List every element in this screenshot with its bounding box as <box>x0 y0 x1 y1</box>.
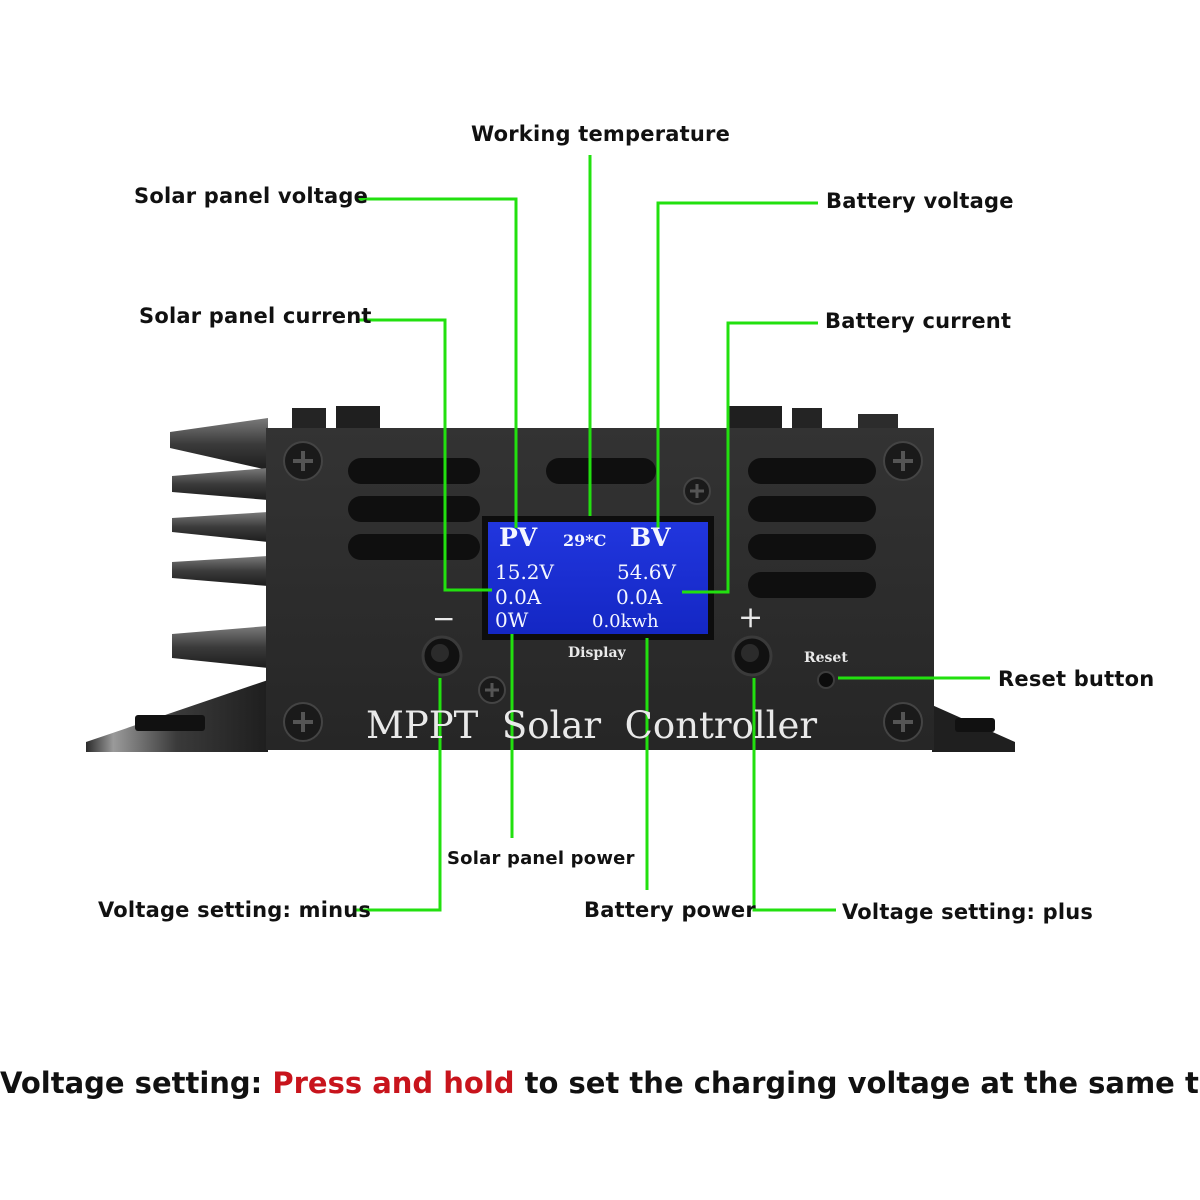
minus-button-graphic <box>421 635 463 677</box>
lcd-energy: 0.0kwh <box>592 611 659 632</box>
caption-prefix: Voltage setting: <box>0 1066 273 1100</box>
plus-symbol: + <box>738 600 764 635</box>
vent-slots <box>348 458 876 598</box>
callout-battery-current: Battery current <box>825 309 1012 333</box>
lcd-pv-voltage: 15.2V <box>495 560 554 584</box>
leader-solar-panel-current <box>358 318 492 592</box>
callout-solar-panel-current: Solar panel current <box>139 304 372 328</box>
callout-battery-voltage: Battery voltage <box>826 189 1014 213</box>
lcd-temperature: 29*C <box>563 531 607 550</box>
callout-solar-panel-power: Solar panel power <box>447 848 635 869</box>
display-label: Display <box>568 645 626 661</box>
leader-voltage-minus <box>356 678 442 912</box>
footer-caption: Voltage setting: Press and hold to set t… <box>0 1066 1200 1100</box>
callout-reset-button: Reset button <box>998 667 1155 691</box>
callout-voltage-setting-plus: Voltage setting: plus <box>842 900 1094 924</box>
reset-hole <box>817 671 835 689</box>
callout-working-temperature: Working temperature <box>471 122 731 146</box>
leader-battery-current <box>682 321 818 594</box>
leader-lines <box>355 155 990 912</box>
callout-battery-power: Battery power <box>584 898 756 922</box>
callout-solar-panel-voltage: Solar panel voltage <box>134 184 369 208</box>
callout-voltage-setting-minus: Voltage setting: minus <box>98 898 372 922</box>
lcd-bv-voltage: 54.6V <box>617 560 676 584</box>
mounting-slot-left <box>135 715 205 731</box>
reset-label: Reset <box>804 650 848 666</box>
lcd-bv-current: 0.0A <box>616 585 663 609</box>
leader-voltage-plus <box>752 678 836 912</box>
plus-button-graphic <box>731 635 773 677</box>
lcd-pv-current: 0.0A <box>495 585 542 609</box>
minus-symbol: − <box>432 602 456 635</box>
screws <box>283 441 923 742</box>
leader-solar-panel-voltage <box>355 197 518 528</box>
lcd-pv-power: 0W <box>495 608 529 632</box>
lcd-bv-header: BV <box>630 523 671 552</box>
leader-battery-voltage <box>656 201 818 528</box>
device-brand-text: MPPT Solar Controller <box>366 704 818 747</box>
caption-suffix: to set the charging voltage at the same … <box>514 1066 1200 1100</box>
lcd-pv-header: PV <box>499 523 538 552</box>
caption-highlight: Press and hold <box>272 1066 515 1100</box>
mounting-slot-right <box>955 718 995 732</box>
lcd-screen <box>488 522 708 634</box>
